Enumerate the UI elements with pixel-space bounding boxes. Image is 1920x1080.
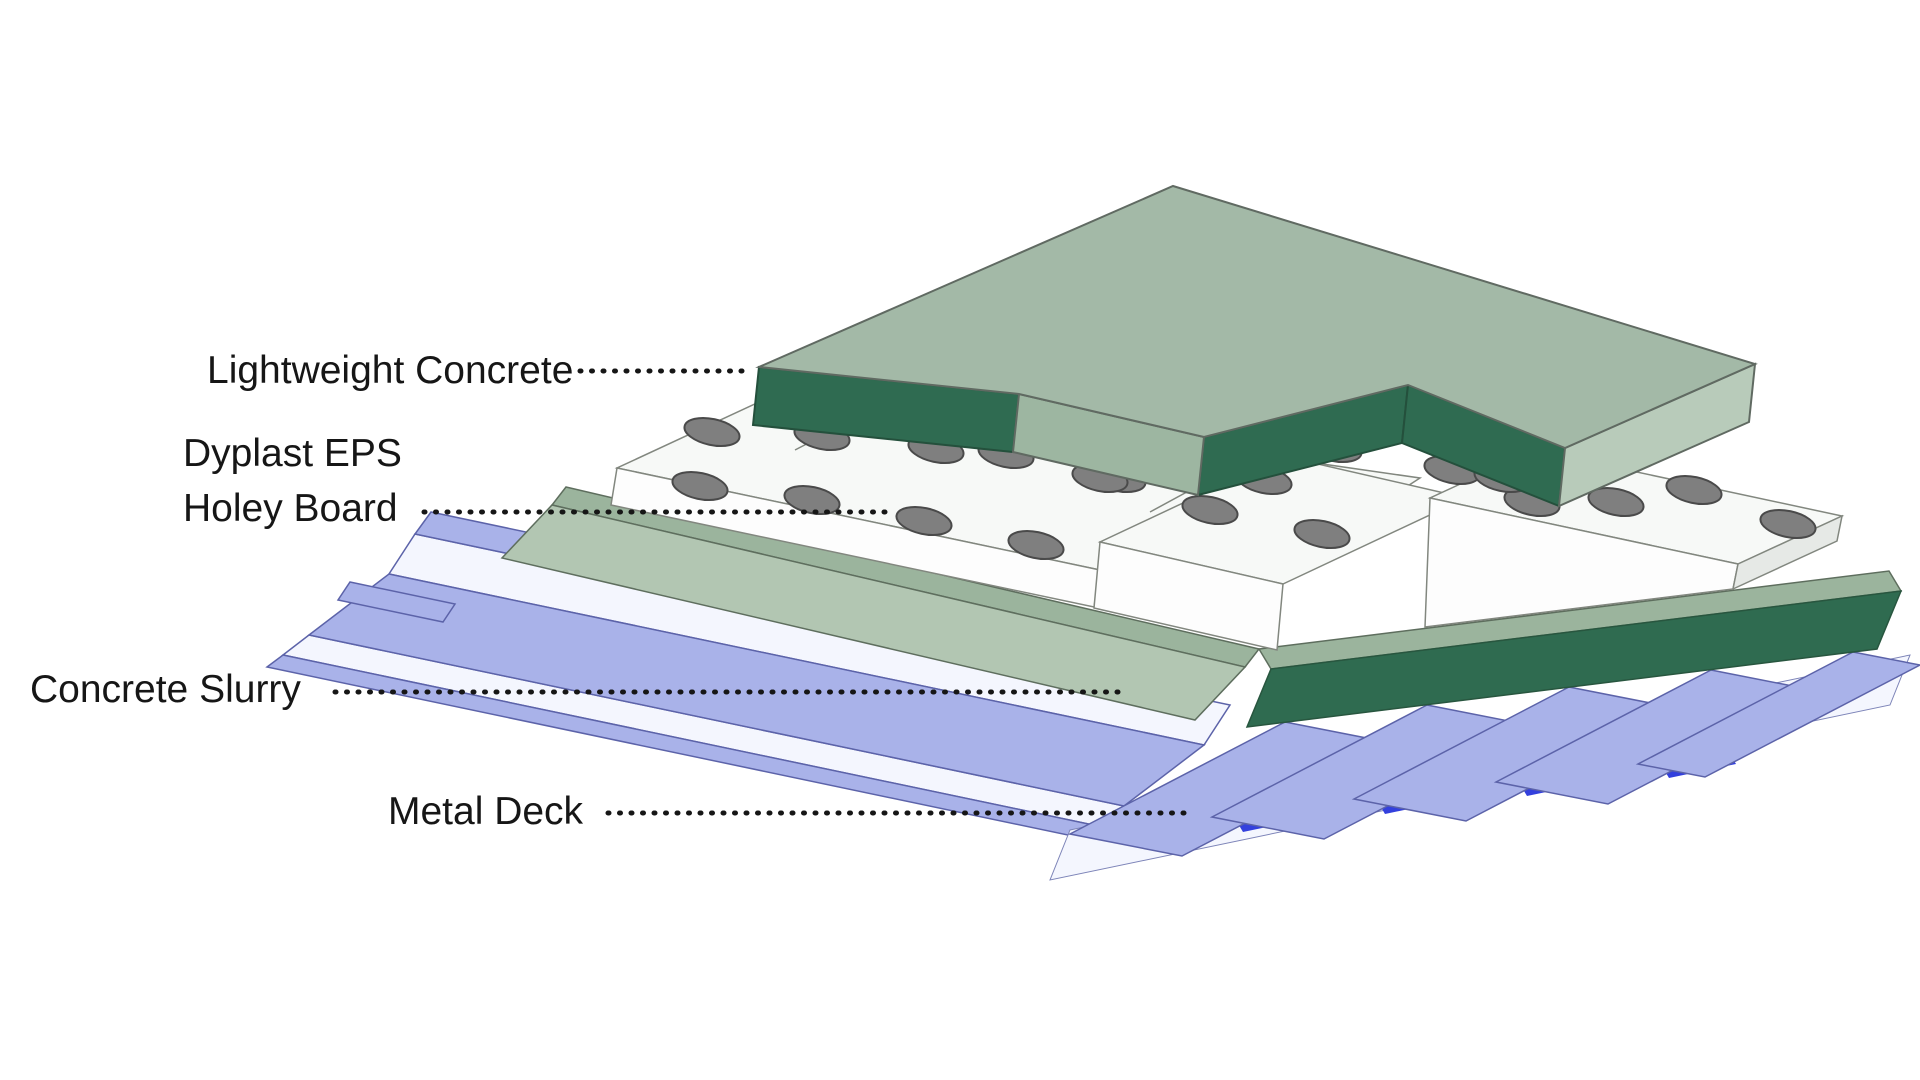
eps-hole [782,481,842,518]
slurry-left-face [502,505,1245,720]
eps-hole [682,413,742,450]
metal-deck-rib-flanges [1070,652,1920,856]
deck-rib-flange [1354,687,1681,821]
concrete-slab-top [759,186,1755,448]
deck-rib-flange [1638,652,1920,777]
slab-top-face [759,186,1755,448]
layer-labels: Lightweight Concrete Dyplast EPS Holey B… [30,349,584,833]
slurry-right-dark-face [1247,591,1901,727]
deck-rib-flange [1070,722,1397,856]
slurry-right-face [1247,591,1901,727]
deck-left-tip-sliver [338,582,455,622]
eps-hole [1586,483,1646,520]
eps-hole [1006,526,1066,563]
eps-hole [1292,515,1352,552]
concrete-slab-dark-faces [753,367,1565,506]
eps-hole [894,502,954,539]
label-lightweight-concrete: Lightweight Concrete [207,349,573,392]
eps-hole [1664,471,1724,508]
label-concrete-slurry: Concrete Slurry [30,668,301,711]
slurry-left-sloped-face [502,505,1245,720]
label-dyplast-eps: Dyplast EPS [183,432,402,475]
eps-board-fronts [611,468,1738,650]
label-metal-deck: Metal Deck [388,790,584,833]
leader-lines [335,371,1190,813]
label-holey-board: Holey Board [183,487,398,530]
eps-hole [1180,491,1240,528]
eps-hole [670,467,730,504]
eps-hole [1758,505,1818,542]
deck-rib-flange [1212,705,1539,839]
deck-rib-flange [1496,670,1823,804]
eps-front-face-center [1094,542,1283,650]
